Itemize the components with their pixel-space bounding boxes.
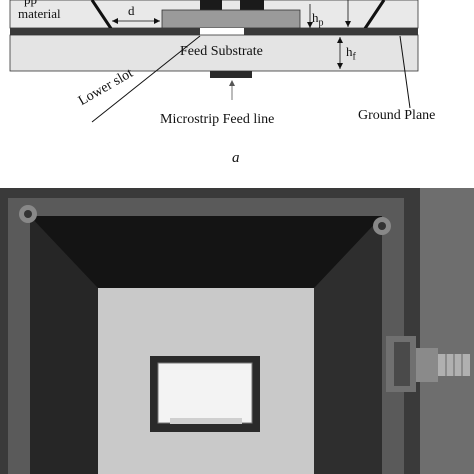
microstrip-feed-line	[210, 71, 252, 78]
cavity-right-wall	[314, 216, 382, 474]
hp-arrow-bottom	[307, 22, 313, 28]
feed-line-arrow	[229, 80, 235, 86]
ground-plane-label: Ground Plane	[358, 108, 436, 123]
hf-sub: f	[352, 51, 356, 63]
d-label: d	[128, 3, 135, 18]
hf-label: hf	[346, 44, 356, 63]
hp-sub: p	[318, 17, 324, 29]
antenna-photo	[0, 188, 474, 474]
total-height-arrow	[345, 21, 351, 27]
cavity-top-wall	[30, 216, 382, 288]
patch-lower-strip	[170, 418, 242, 424]
left-slanted-wall	[90, 0, 114, 31]
feed-substrate-label: Feed Substrate	[180, 44, 263, 59]
cavity-left-wall	[30, 216, 98, 474]
lower-slot-gap	[200, 28, 244, 35]
panel-a-caption: a	[232, 150, 240, 166]
microstrip-feed-line-label: Microstrip Feed line	[160, 112, 275, 127]
patch-substrate	[161, 9, 301, 29]
d-arrow-left	[112, 18, 118, 24]
right-slanted-wall	[362, 0, 386, 31]
upper-patch-block-right	[240, 0, 264, 10]
d-arrow-right	[154, 18, 160, 24]
feed-substrate-layer	[9, 34, 419, 72]
upper-patch-block-left	[200, 0, 222, 10]
patch-inner	[157, 362, 253, 424]
hf-base: h	[346, 44, 353, 59]
hp-base: h	[312, 10, 319, 25]
hp-label: hp	[312, 10, 324, 29]
ground-plane-leader	[399, 35, 411, 109]
top-fragment-label: pp	[24, 0, 37, 8]
material-label: material	[18, 6, 61, 21]
hf-arrow-bottom	[337, 63, 343, 69]
screw-top-right-inner	[378, 222, 386, 230]
hf-arrow-top	[337, 37, 343, 43]
photo-right-bg	[420, 188, 474, 474]
screw-top-left-inner	[24, 210, 32, 218]
cross-section-diagram	[9, 0, 419, 123]
lower-slot-leader	[91, 35, 201, 123]
connector-flange	[394, 342, 410, 386]
connector-barrel	[416, 348, 438, 382]
